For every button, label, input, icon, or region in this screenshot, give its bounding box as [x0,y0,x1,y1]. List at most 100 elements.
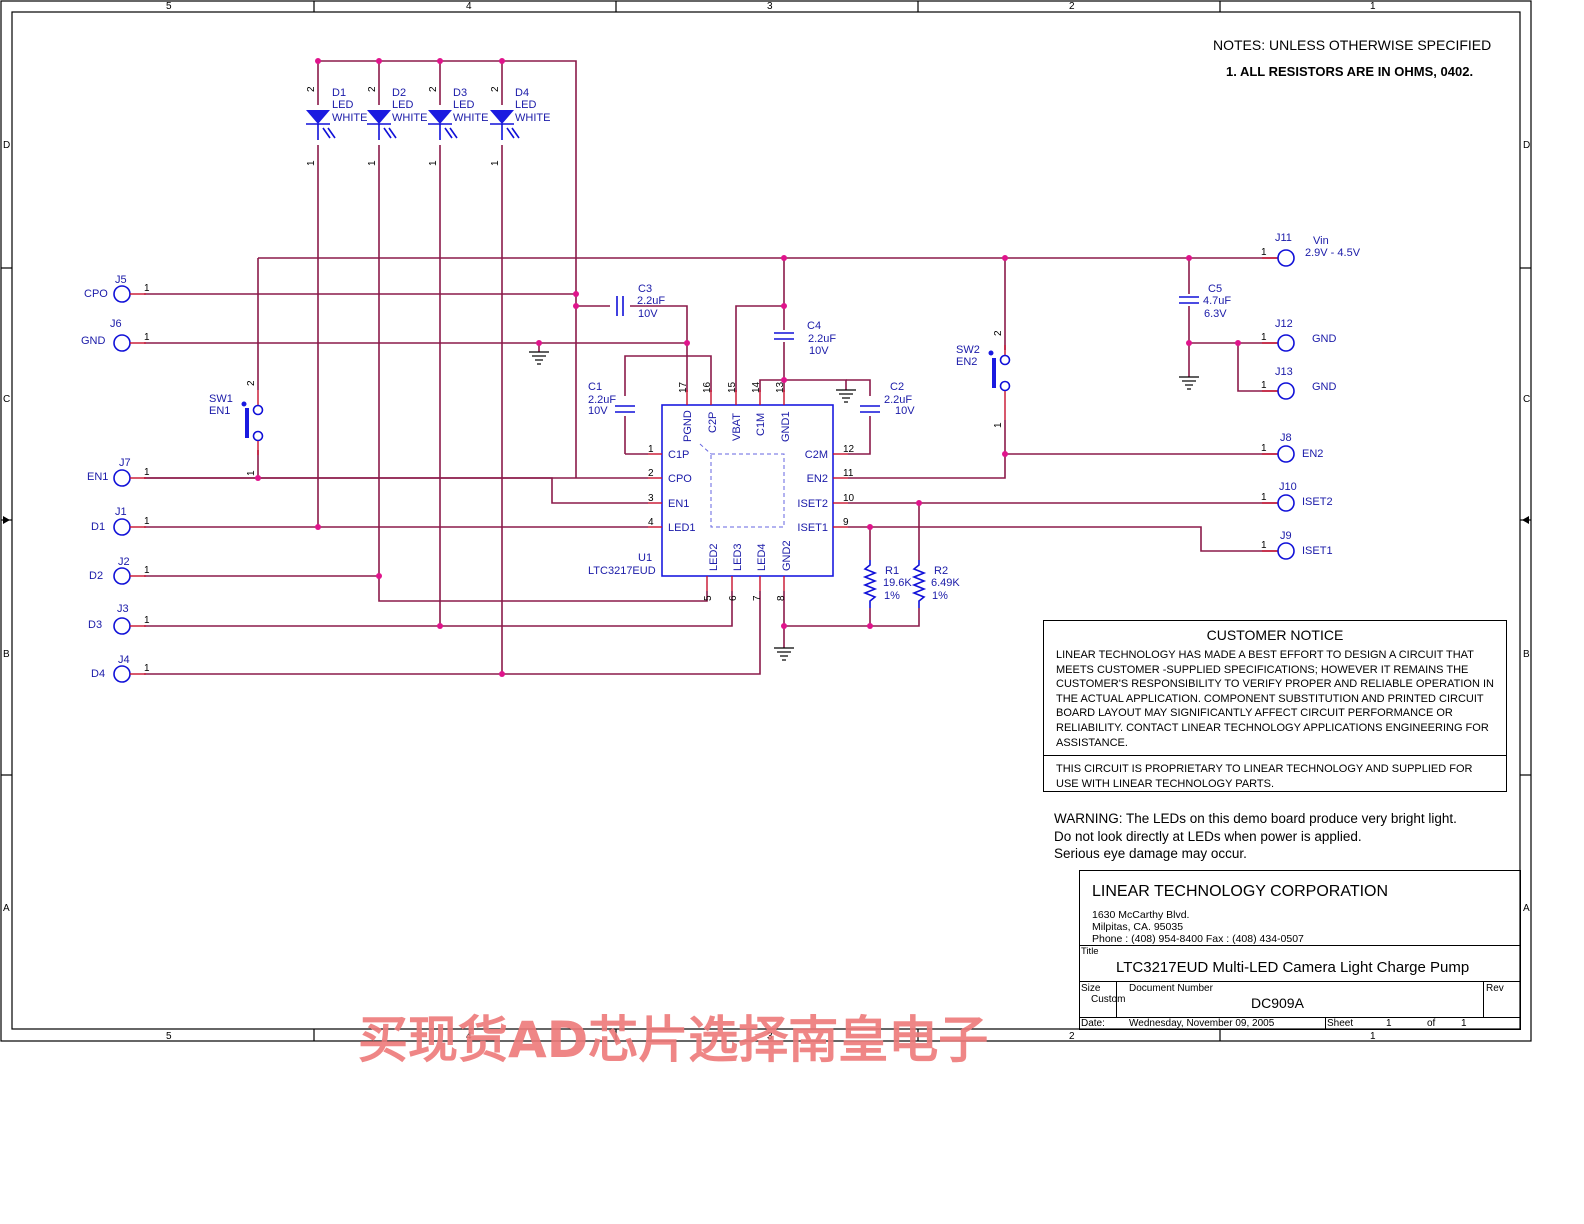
pin-name: LED4 [756,543,768,571]
ground-symbols [529,351,1199,661]
jumper-net: GND [81,335,106,347]
jumper-j5: 1 J5 CPO [84,274,150,303]
phone-fax: Phone : (408) 954-8400 Fax : (408) 434-0… [1092,933,1304,945]
junction-nodes [255,58,1241,677]
size-value: Custom [1091,994,1126,1005]
frame-row-right-c: C [1523,394,1530,405]
svg-text:1: 1 [1261,540,1267,551]
cap-value: 2.2uF [637,295,665,307]
svg-text:1: 1 [246,470,257,476]
jumper-j9: 1 J9 ISET1 [1261,530,1333,560]
jumper-ref: J7 [119,457,131,469]
switch-sw2: 2 1 SW2 EN2 [956,330,1011,428]
capacitor-c4: C4 2.2uF 10V [774,320,836,357]
pin-num: 10 [843,493,855,504]
jumper-net: D2 [89,570,103,582]
svg-text:1: 1 [1261,332,1267,343]
jumper-net: EN2 [1302,448,1323,460]
size-label: Size [1081,983,1101,994]
led-color: WHITE [332,112,367,124]
ic-part: LTC3217EUD [588,565,656,577]
pin-name: C1M [755,413,767,436]
pin-num: 9 [843,517,849,528]
jumper-ref: J3 [117,603,129,615]
led-color: WHITE [515,112,550,124]
ground-icon [1179,376,1199,390]
cap-value: 2.2uF [588,394,616,406]
pin-name: EN2 [807,473,828,485]
jumper-j11: 1 J11 Vin 2.9V - 4.5V [1261,232,1361,267]
ground-icon [774,647,794,661]
frame-col-top-4: 4 [466,1,472,12]
pin-num: 12 [843,444,855,455]
sheet-label: Sheet [1327,1018,1354,1029]
sheet-frame: 5 4 3 2 1 5 4 3 2 1 D C B A D C B A [0,0,1532,1042]
docnum-label: Document Number [1129,983,1213,994]
jumper-ref: J5 [115,274,127,286]
jumper-ref: J1 [115,506,127,518]
led-type: LED [515,99,536,111]
cap-rating: 10V [638,308,658,320]
pin-num: 7 [752,595,763,601]
cap-ref: C3 [638,283,652,295]
pin-name: GND1 [780,411,792,442]
svg-text:1: 1 [993,422,1004,428]
led-color: WHITE [392,112,427,124]
frame-row-right-b: B [1523,649,1530,660]
svg-text:1: 1 [1261,443,1267,454]
svg-text:1: 1 [1261,247,1267,258]
capacitor-c3: C3 2.2uF 10V [616,283,665,320]
jumper-j1: 1 J1 D1 [91,506,150,536]
address-line-1: 1630 McCarthy Blvd. [1092,909,1190,921]
capacitor-c5: C5 4.7uF 6.3V [1179,283,1231,320]
divider [1044,755,1506,756]
title-block: LINEAR TECHNOLOGY CORPORATION 1630 McCar… [1079,870,1521,1030]
resistor-r1: R1 19.6K 1% [862,560,912,608]
frame-col-top-1: 1 [1370,1,1376,12]
svg-text:1: 1 [1261,380,1267,391]
capacitor-c1: C1 2.2uF 10V [588,381,635,417]
jumper-ref: J12 [1275,318,1293,330]
led-color: WHITE [453,112,488,124]
jumper-ref: J8 [1280,432,1292,444]
switch-net: EN1 [209,405,230,417]
jumper-net: ISET2 [1302,496,1333,508]
svg-text:1: 1 [144,663,150,674]
pin-name: ISET2 [797,498,828,510]
pin-num: 5 [703,595,714,601]
jumper-net: ISET1 [1302,545,1333,557]
divider [1080,945,1520,946]
frame-col-bottom-1: 1 [1370,1031,1376,1042]
jumper-ref: J6 [110,318,122,330]
svg-text:1: 1 [490,160,501,166]
frame-col-top-5: 5 [166,1,172,12]
jumper-ref: J2 [118,556,130,568]
frame-col-top-2: 2 [1069,1,1075,12]
jumper-ref: J10 [1279,481,1297,493]
led-d2: 2 1 D2 LED WHITE [367,86,427,166]
svg-text:2: 2 [246,380,257,386]
cap-rating: 10V [895,405,915,417]
divider [1080,981,1520,982]
cap-rating: 10V [588,405,608,417]
jumper-net: CPO [84,288,108,300]
pin-name: EN1 [668,498,689,510]
res-value: 6.49K [931,577,960,589]
pin-num: 8 [776,595,787,601]
svg-text:1: 1 [306,160,317,166]
pin-num: 3 [648,493,654,504]
res-ref: R2 [934,565,948,577]
led-type: LED [453,99,474,111]
cap-value: 4.7uF [1203,295,1231,307]
pin-num: 14 [751,381,762,393]
pin-name: C1P [668,449,689,461]
jumper-j7: 1 J7 EN1 [87,457,150,487]
divider [1080,1017,1520,1018]
pin-num: 15 [727,381,738,393]
jumper-net: GND [1312,381,1337,393]
frame-col-bottom-4: 4 [466,1031,472,1042]
pin-num: 16 [702,381,713,393]
svg-text:2: 2 [490,86,501,92]
jumper-net-range: 2.9V - 4.5V [1305,247,1361,259]
